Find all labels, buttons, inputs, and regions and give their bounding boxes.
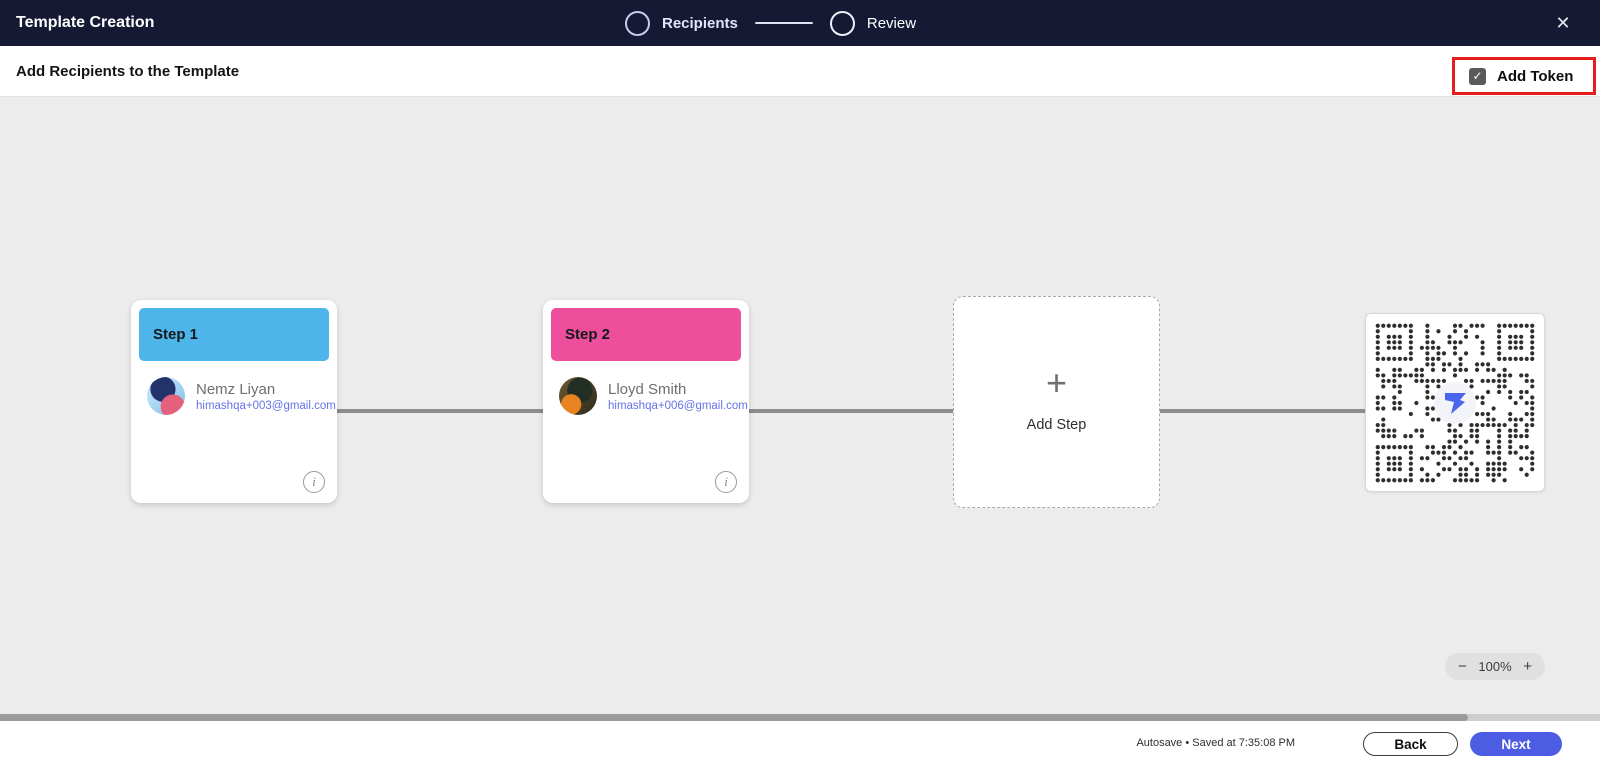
step-label-recipients[interactable]: Recipients [662,14,738,32]
autosave-status: Autosave • Saved at 7:35:08 PM [1136,737,1295,749]
stepper-connector-line [754,22,813,24]
add-step-button[interactable]: + Add Step [953,296,1160,508]
recipient-email: himashqa+006@gmail.com [608,399,748,412]
back-button[interactable]: Back [1363,732,1458,756]
step-connector-line [234,409,1455,413]
recipient-name: Nemz Liyan [196,380,276,398]
step-circle-recipients[interactable] [625,10,650,36]
zoom-in-icon[interactable]: + [1523,658,1532,675]
add-step-label: Add Step [1026,417,1087,433]
next-button[interactable]: Next [1470,732,1562,756]
info-icon[interactable]: i [303,471,325,493]
recipient-email: himashqa+003@gmail.com [196,399,336,412]
step-label-review[interactable]: Review [866,14,917,32]
qr-code-card[interactable] [1365,313,1545,492]
zoom-control: − 100% + [1445,653,1545,680]
section-title: Add Recipients to the Template [16,63,240,80]
recipient-name: Lloyd Smith [608,380,687,398]
qr-code [1375,323,1535,483]
info-icon[interactable]: i [715,471,737,493]
add-token-label[interactable]: Add Token [1497,67,1574,85]
zoom-out-icon[interactable]: − [1458,658,1467,675]
wizard-stepper: Recipients Review [625,0,916,46]
horizontal-scrollbar-track[interactable] [0,714,1600,721]
horizontal-scrollbar-thumb[interactable] [0,714,1468,721]
check-icon: ✓ [1472,69,1483,83]
workflow-canvas[interactable]: Step 1 Nemz Liyan himashqa+003@gmail.com… [0,97,1600,714]
step-2-header: Step 2 [551,308,741,361]
add-token-highlight-box: ✓ Add Token [1452,57,1596,95]
sub-header: Add Recipients to the Template ✓ Add Tok… [0,46,1600,97]
add-token-checkbox[interactable]: ✓ [1469,67,1486,85]
zoom-level: 100% [1478,659,1512,674]
avatar [559,377,597,415]
plus-icon: + [1045,362,1068,403]
step-card-2[interactable]: Step 2 Lloyd Smith himashqa+006@gmail.co… [543,300,749,503]
step-1-header: Step 1 [139,308,329,361]
avatar [147,377,185,415]
step-circle-review[interactable] [829,10,855,36]
step-card-1[interactable]: Step 1 Nemz Liyan himashqa+003@gmail.com… [131,300,337,503]
footer-bar: Autosave • Saved at 7:35:08 PM Back Next [0,721,1600,765]
page-title: Template Creation [16,14,155,31]
top-bar: Template Creation Recipients Review ✕ [0,0,1600,46]
recipient-row: Lloyd Smith himashqa+006@gmail.com [559,377,748,415]
close-icon[interactable]: ✕ [1555,12,1571,33]
recipient-row: Nemz Liyan himashqa+003@gmail.com [147,377,336,415]
